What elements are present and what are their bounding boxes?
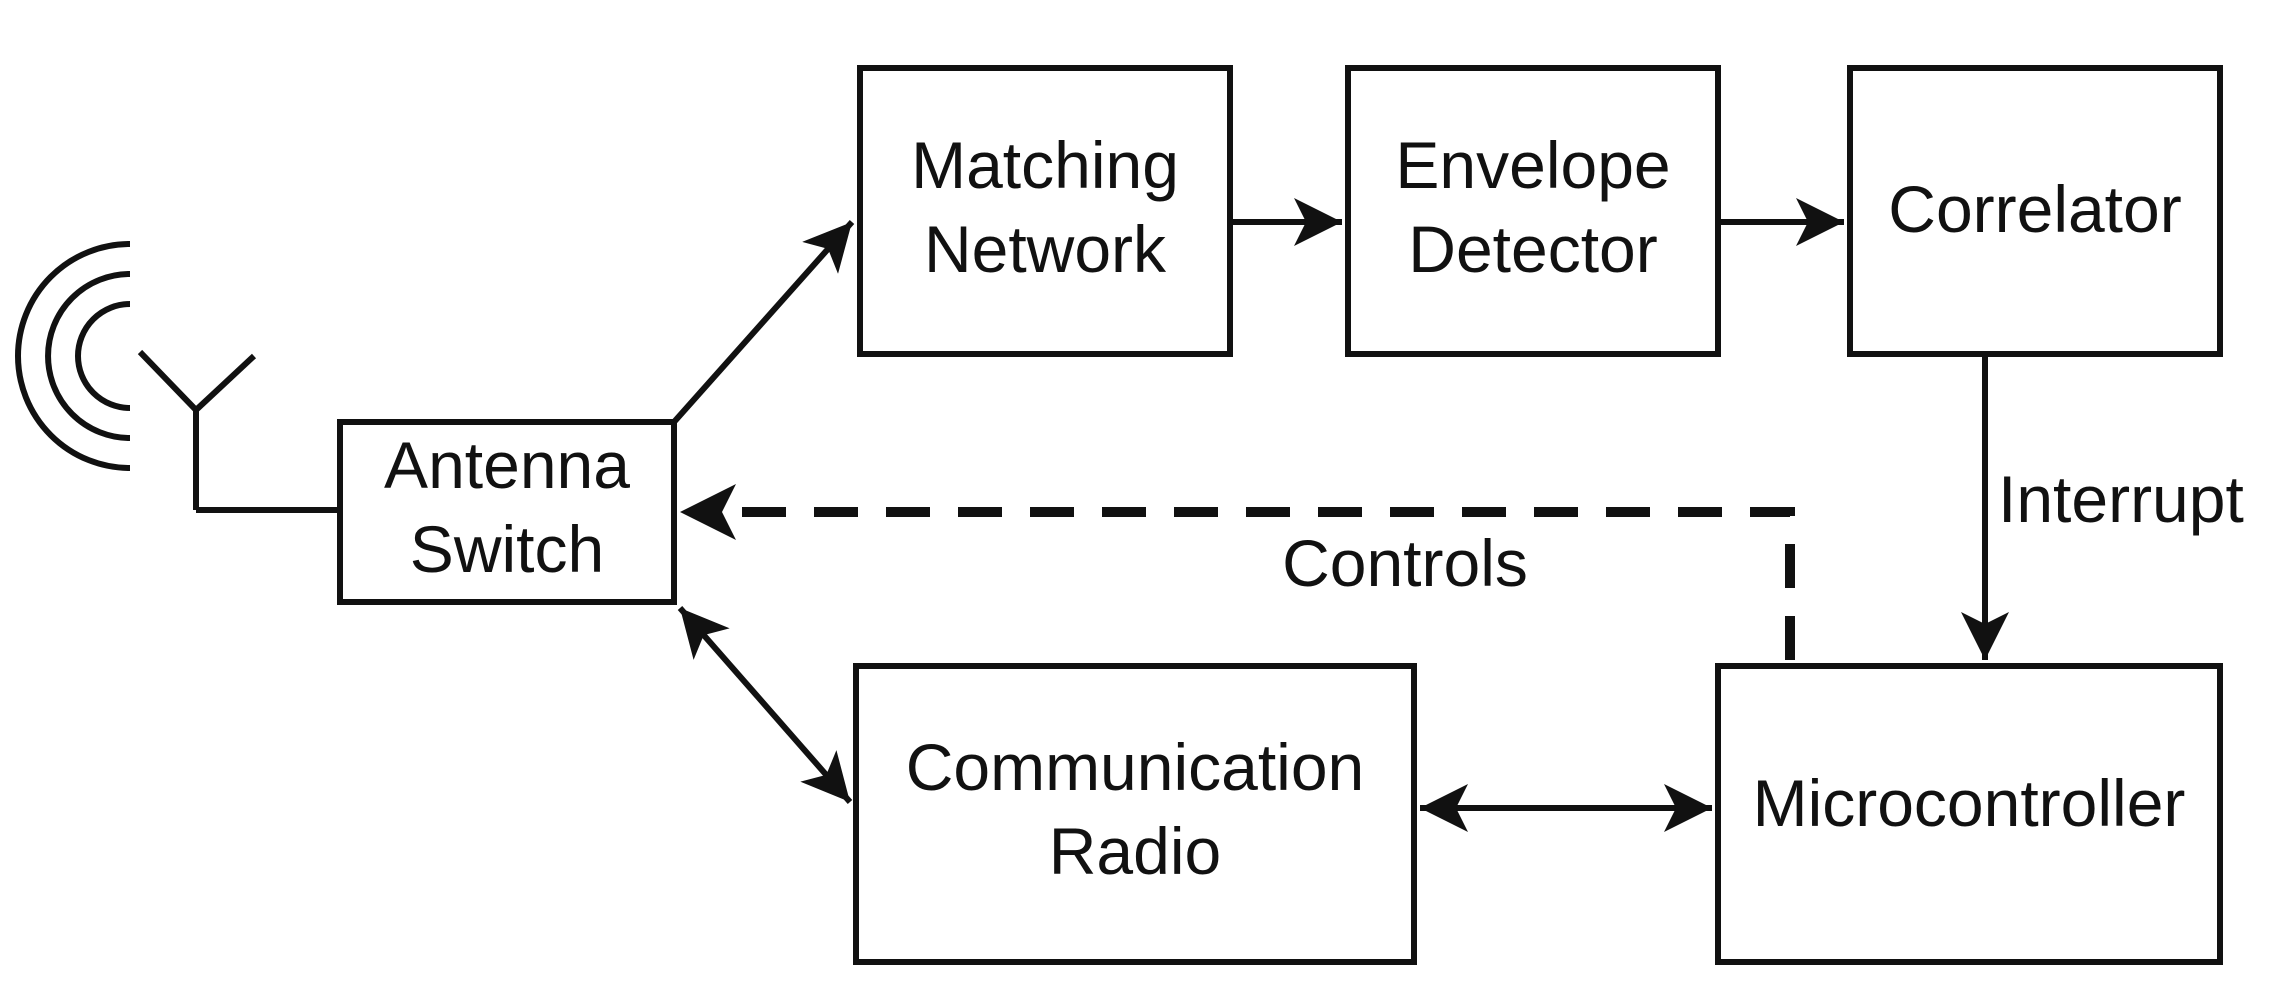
arrow-switch-radio-bidirectional	[677, 606, 853, 804]
envelope-detector-label-line2: Detector	[1408, 212, 1657, 286]
controls-label: Controls	[1282, 526, 1528, 600]
correlator-label: Correlator	[1888, 172, 2181, 246]
matching-network-label-line1: Matching	[911, 128, 1179, 202]
antenna-switch-label-line1: Antenna	[384, 428, 630, 502]
arrow-switch-to-matching	[671, 220, 855, 424]
antenna-switch-label-line2: Switch	[410, 512, 604, 586]
controls-dashed-path	[740, 507, 1795, 660]
microcontroller-block: Microcontroller	[1715, 663, 2223, 965]
envelope-detector-block: Envelope Detector	[1345, 65, 1721, 357]
antenna-switch-block: Antenna Switch	[337, 419, 677, 605]
interrupt-label: Interrupt	[1998, 462, 2244, 536]
microcontroller-label: Microcontroller	[1753, 766, 2186, 840]
antenna-icon	[137, 349, 340, 513]
controls-arrowhead	[680, 484, 736, 540]
communication-radio-block: Communication Radio	[853, 663, 1417, 965]
correlator-block: Correlator	[1847, 65, 2223, 357]
signal-waves-icon	[15, 241, 131, 471]
communication-radio-label-line2: Radio	[1049, 814, 1221, 888]
envelope-detector-label-line1: Envelope	[1395, 128, 1670, 202]
matching-network-block: Matching Network	[857, 65, 1233, 357]
matching-network-label-line2: Network	[924, 212, 1167, 286]
communication-radio-label-line1: Communication	[906, 730, 1365, 804]
